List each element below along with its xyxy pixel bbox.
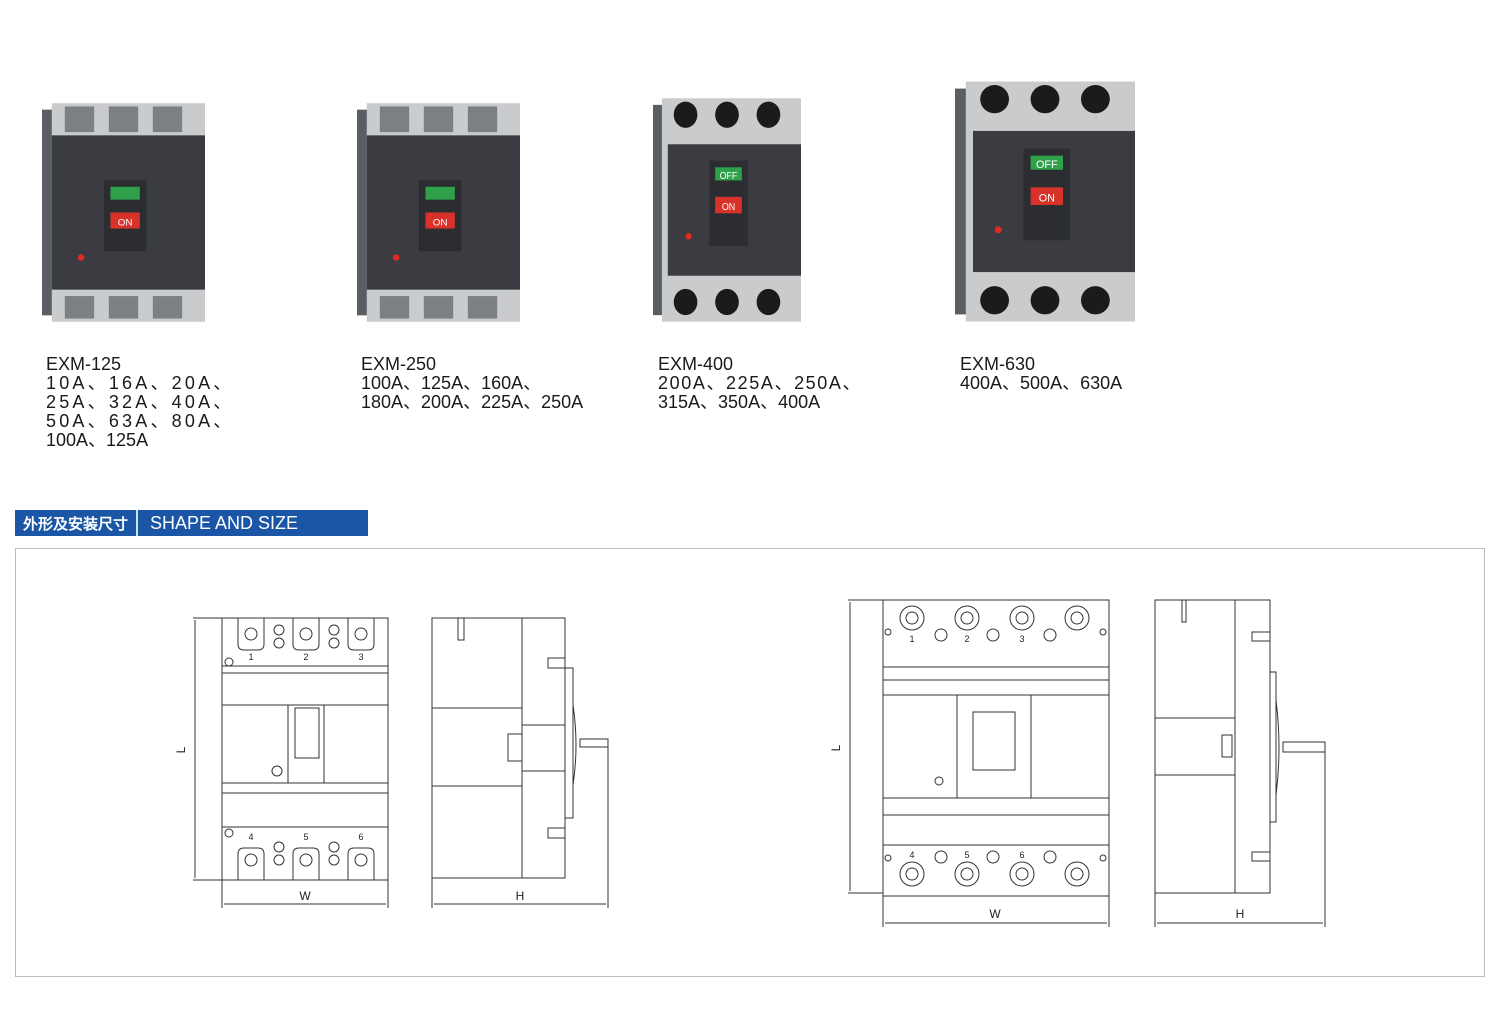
- product-model: EXM-400: [658, 354, 734, 374]
- product-rating-line: 180A、200A、225A、250A: [361, 392, 584, 412]
- small-side-view: [431, 617, 609, 908]
- terminals-top: [224, 618, 375, 667]
- product-photo-exm-125: ON: [42, 100, 205, 325]
- svg-text:OFF: OFF: [720, 170, 738, 181]
- terminal-label: 5: [964, 850, 969, 860]
- svg-text:ON: ON: [433, 217, 448, 228]
- terminal-label: 6: [358, 832, 363, 842]
- svg-text:OFF: OFF: [1036, 159, 1058, 171]
- width-label: W: [989, 907, 1001, 921]
- terminal-label: 1: [909, 634, 914, 644]
- svg-text:ON: ON: [722, 202, 735, 213]
- section-header: 外形及安装尺寸 SHAPE AND SIZE: [15, 510, 368, 536]
- product-rating-line: 400A、500A、630A: [960, 373, 1123, 393]
- terminal-label: 1: [248, 652, 253, 662]
- dimension-drawing-frame: [15, 548, 1485, 977]
- product-rating-line: 25A、32A、40A、: [46, 392, 235, 412]
- product-model: EXM-250: [361, 354, 437, 374]
- product-info-exm-400: EXM-400 200A、225A、250A、 315A、350A、400A: [658, 355, 862, 412]
- length-label: L: [174, 746, 188, 753]
- terminal-label: 5: [303, 832, 308, 842]
- large-front-view: [848, 599, 1110, 927]
- height-label: H: [516, 889, 525, 903]
- product-rating-line: 315A、350A、400A: [658, 392, 821, 412]
- product-info-exm-125: EXM-125 10A、16A、20A、 25A、32A、40A、 50A、63…: [46, 355, 234, 450]
- svg-text:ON: ON: [118, 217, 133, 228]
- product-photo-exm-630: OFF ON: [955, 78, 1135, 325]
- product-rating-line: 100A、125A、160A、: [361, 373, 542, 393]
- terminal-label: 2: [303, 652, 308, 662]
- product-rating-line: 10A、16A、20A、: [46, 373, 235, 393]
- small-front-view: [193, 617, 389, 908]
- section-title-en: SHAPE AND SIZE: [150, 512, 299, 533]
- product-photo-exm-400: OFF ON: [653, 95, 801, 325]
- svg-text:ON: ON: [1039, 193, 1055, 205]
- product-photo-exm-250: ON: [357, 100, 520, 325]
- large-side-view: [1154, 599, 1326, 927]
- terminals-bottom: [224, 828, 375, 880]
- product-model: EXM-630: [960, 354, 1036, 374]
- terminal-label: 4: [248, 832, 253, 842]
- height-label: H: [1236, 907, 1245, 921]
- terminal-label: 3: [1019, 634, 1024, 644]
- product-rating-line: 100A、125A: [46, 430, 149, 450]
- terminal-label: 2: [964, 634, 969, 644]
- product-rating-line: 200A、225A、250A、: [658, 373, 863, 393]
- product-info-exm-630: EXM-630 400A、500A、630A: [960, 355, 1122, 393]
- terminal-label: 6: [1019, 850, 1024, 860]
- length-label: L: [829, 744, 843, 751]
- terminal-label: 3: [358, 652, 363, 662]
- product-rating-line: 50A、63A、80A、: [46, 411, 235, 431]
- terminal-label: 4: [909, 850, 914, 860]
- product-info-exm-250: EXM-250 100A、125A、160A、 180A、200A、225A、2…: [361, 355, 583, 412]
- section-title-cn: 外形及安装尺寸: [15, 510, 139, 536]
- width-label: W: [299, 889, 311, 903]
- product-model: EXM-125: [46, 354, 122, 374]
